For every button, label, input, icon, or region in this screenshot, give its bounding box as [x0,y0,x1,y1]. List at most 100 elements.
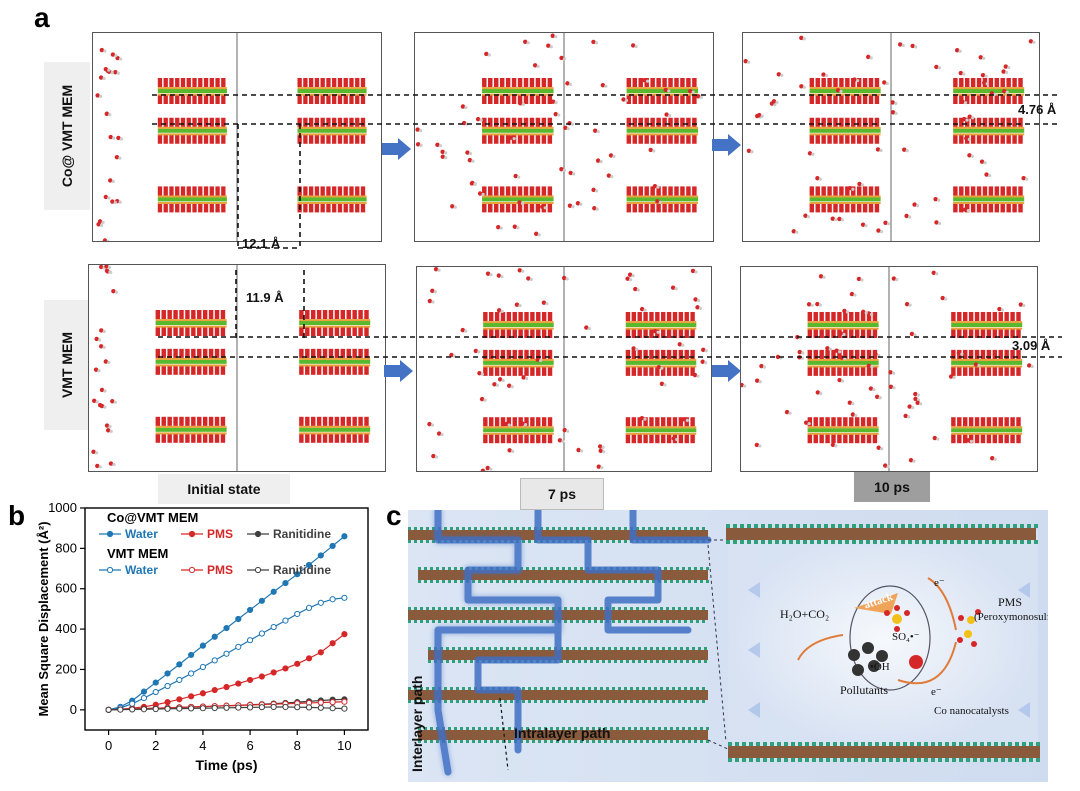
data-point [164,699,171,706]
measurement-lines [152,94,1062,358]
data-point [305,655,313,662]
molecular-structure [743,33,1036,241]
data-point [294,571,301,578]
legend-entry: Water [125,527,158,541]
data-point [105,706,112,713]
molecular-structure [741,267,1034,471]
schematic-pms: PMS [998,595,1022,609]
data-point [152,679,159,686]
data-point [176,705,183,712]
y-tick-label: 0 [70,702,77,717]
x-tick-label: 2 [152,738,159,753]
data-point [246,704,254,711]
molecular-structure [415,33,703,241]
schematic-interlayer-label: Interlayer path [409,676,425,772]
sim-box-bottom-initial [88,264,386,472]
sim-box-top-initial [92,32,382,242]
data-point [164,670,171,677]
data-point [235,643,242,650]
x-tick-label: 10 [337,738,351,753]
data-point [152,705,159,713]
data-point [188,693,195,700]
data-point [329,596,336,603]
data-point [223,683,230,691]
y-tick-label: 400 [55,621,77,636]
data-point [223,624,230,632]
data-point [235,680,242,687]
data-point [341,705,348,712]
data-point [317,704,324,711]
data-point [282,617,289,624]
schematic-pms-full: (Peroxymonosulfate) [974,611,1048,623]
sim-box-bottom-10ps [740,266,1038,472]
diffusion-schematic: H₂O+CO₂ attack Pollutants SO₄•⁻ •OH PMS … [408,510,1048,782]
sim-box-top-7ps [414,32,714,242]
data-point [152,688,159,696]
data-point [235,704,242,711]
distance-label-bottom-spacing: 11.9 Å [246,290,284,305]
arrow-bottom-1 [384,360,413,382]
data-point [270,669,277,676]
panel-label-a: a [34,2,50,33]
data-point [329,705,336,712]
data-point [211,633,218,640]
data-point [282,579,289,587]
data-point [199,642,207,649]
panel-label-c: c [386,500,402,531]
y-tick-label: 600 [55,581,77,596]
y-tick-label: 800 [55,540,77,555]
state-label-7ps: 7 ps [520,478,604,510]
data-point [211,704,218,712]
data-point [282,665,289,672]
data-point [282,703,289,711]
data-point [270,623,277,631]
schematic-hydroxyl-radical: •OH [870,661,890,673]
sim-box-top-10ps [742,32,1040,242]
molecular-structure [427,267,708,471]
legend-marker [188,566,196,574]
data-point [140,706,148,713]
schematic-intralayer-label: Intralayer path [514,725,610,741]
sim-box-bottom-7ps [416,266,712,472]
data-point [199,663,207,671]
data-point [270,588,277,595]
data-point [341,631,348,638]
distance-label-top-gap: 4.76 Å [1018,102,1057,117]
data-point [140,695,148,702]
data-point [223,650,230,657]
row-label-top-container: Co@ VMT MEM [44,62,90,210]
data-point [329,640,336,647]
data-point [305,704,313,711]
data-point [294,704,301,711]
molecular-structure [91,265,371,471]
data-point [235,615,242,623]
state-label-10ps: 10 ps [854,472,930,502]
schematic-products: H₂O+CO₂ [780,607,829,621]
data-point [164,705,171,712]
chart-plot-area [84,507,369,731]
data-point [258,704,265,711]
legend-entry: PMS [207,527,233,541]
schematic-pollutants: Pollutants [840,683,888,697]
data-point [341,698,348,705]
legend-marker [254,566,262,574]
schematic-electron-2: e⁻ [931,686,942,698]
legend-marker [188,530,196,538]
data-point [199,690,207,697]
x-tick-label: 8 [294,738,301,753]
y-tick-label: 1000 [48,500,77,515]
x-tick-label: 6 [246,738,253,753]
legend-entry: PMS [207,563,233,577]
data-point [294,610,301,618]
data-point [117,706,124,713]
data-point [211,657,218,664]
legend-marker [254,530,262,538]
legend-marker [106,566,114,574]
data-point [129,700,136,707]
data-point [270,703,277,711]
schematic-sulfate-radical: SO₄•⁻ [892,631,920,643]
distance-label-top-spacing: 12.1 Å [242,236,281,251]
y-tick-label: 200 [55,661,77,676]
legend-entry: Water [125,563,158,577]
